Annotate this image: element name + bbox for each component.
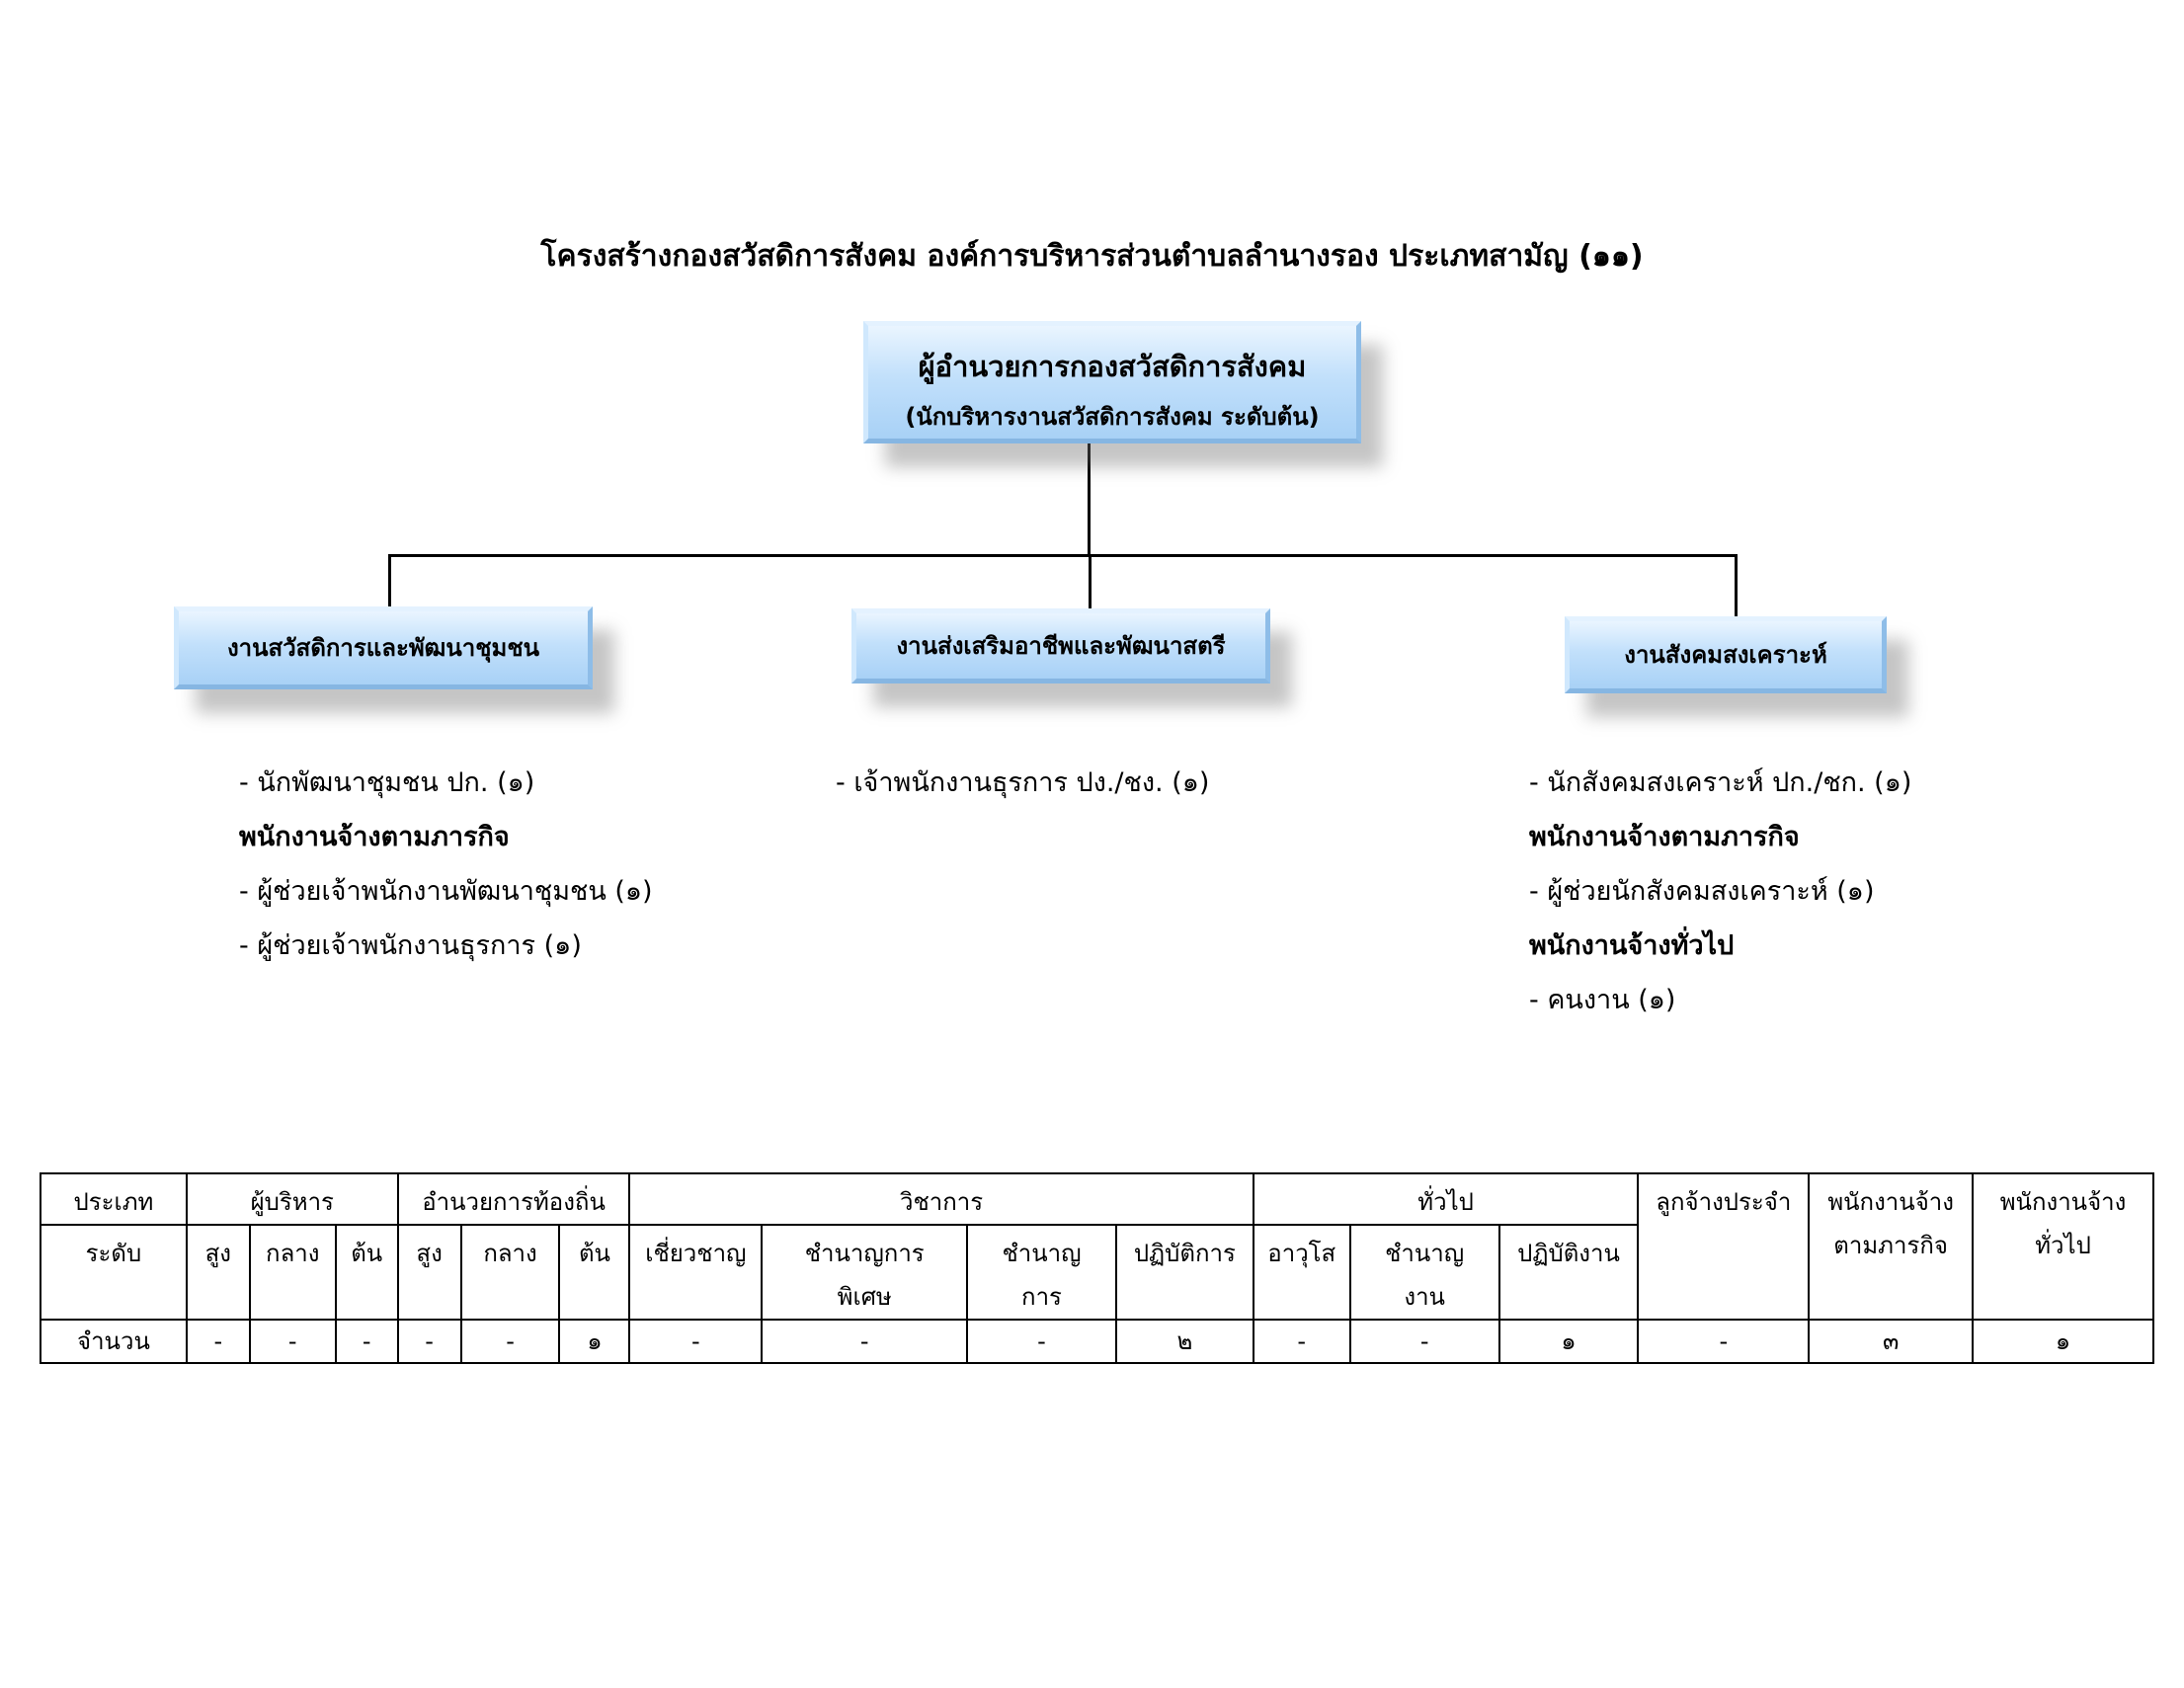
count-cell: - bbox=[396, 1319, 462, 1364]
count-cell: - bbox=[1637, 1319, 1811, 1364]
count-cell: - bbox=[334, 1319, 399, 1364]
level-experienced: ชำนาญ งาน bbox=[1348, 1224, 1500, 1321]
group-academic: วิชาการ bbox=[628, 1172, 1254, 1226]
group-general-staff-line1: พนักงานจ้าง bbox=[1999, 1188, 2127, 1216]
position-item: - คนงาน (๑) bbox=[1529, 985, 1676, 1015]
count-cell: ๑ bbox=[1972, 1319, 2154, 1364]
level-experienced-line2: งาน bbox=[1404, 1283, 1445, 1311]
count-cell: - bbox=[459, 1319, 561, 1364]
level-exec-high: สูง bbox=[185, 1224, 251, 1321]
positions-list-social-work: - นักสังคมสงเคราะห์ ปก./ชก. (๑) พนักงานจ… bbox=[1529, 756, 1911, 1027]
group-general: ทั่วไป bbox=[1252, 1172, 1640, 1226]
count-cell: - bbox=[1348, 1319, 1500, 1364]
positions-list-welfare: - นักพัฒนาชุมชน ปก. (๑) พนักงานจ้างตามภา… bbox=[239, 756, 653, 973]
level-exec-middle: กลาง bbox=[248, 1224, 337, 1321]
level-senior-special: ชำนาญการ พิเศษ bbox=[761, 1224, 969, 1321]
level-senior-special-line2: พิเศษ bbox=[837, 1283, 892, 1311]
level-expert: เชี่ยวชาญ bbox=[628, 1224, 764, 1321]
level-experienced-line1: ชำนาญ bbox=[1385, 1240, 1465, 1267]
count-label-cell: จำนวน bbox=[40, 1319, 188, 1364]
group-executive: ผู้บริหาร bbox=[185, 1172, 399, 1226]
group-general-staff: พนักงานจ้าง ทั่วไป bbox=[1972, 1172, 2154, 1321]
connector-vertical-head bbox=[1088, 443, 1091, 555]
position-group-heading: พนักงานจ้างตามภารกิจ bbox=[239, 822, 510, 852]
group-permanent-employee: ลูกจ้างประจำ bbox=[1637, 1172, 1811, 1321]
group-local-director: อำนวยการท้องถิ่น bbox=[396, 1172, 631, 1226]
count-cell: ๑ bbox=[558, 1319, 631, 1364]
level-senior: อาวุโส bbox=[1252, 1224, 1351, 1321]
dept-name: งานส่งเสริมอาชีพและพัฒนาสตรี bbox=[896, 632, 1226, 660]
position-item: - นักพัฒนาชุมชน ปก. (๑) bbox=[239, 767, 535, 798]
head-title: ผู้อำนวยการกองสวัสดิการสังคม bbox=[918, 350, 1307, 383]
level-practitioner: ปฏิบัติการ bbox=[1114, 1224, 1254, 1321]
dept-box-welfare: งานสวัสดิการและพัฒนาชุมชน bbox=[174, 606, 593, 689]
page-title: โครงสร้างกองสวัสดิการสังคม องค์การบริหาร… bbox=[540, 239, 1644, 274]
head-box: ผู้อำนวยการกองสวัสดิการสังคม (นักบริหารง… bbox=[863, 321, 1361, 443]
level-exec-initial: ต้น bbox=[334, 1224, 399, 1321]
level-professional-line2: การ bbox=[1021, 1283, 1062, 1311]
type-label-cell: ประเภท bbox=[40, 1172, 188, 1226]
count-cell: ๒ bbox=[1114, 1319, 1254, 1364]
count-cell: - bbox=[1252, 1319, 1351, 1364]
position-group-heading: พนักงานจ้างทั่วไป bbox=[1529, 930, 1735, 961]
group-mission-staff: พนักงานจ้าง ตามภารกิจ bbox=[1808, 1172, 1975, 1321]
count-cell: - bbox=[185, 1319, 251, 1364]
connector-vertical-mid bbox=[1089, 554, 1092, 611]
dept-name: งานสังคมสงเคราะห์ bbox=[1624, 641, 1827, 669]
positions-list-career: - เจ้าพนักงานธุรการ ปง./ชง. (๑) bbox=[836, 756, 1209, 810]
position-item: - ผู้ช่วยนักสังคมสงเคราะห์ (๑) bbox=[1529, 876, 1875, 907]
position-item: - ผู้ช่วยเจ้าพนักงานธุรการ (๑) bbox=[239, 930, 582, 961]
level-director-middle: กลาง bbox=[459, 1224, 561, 1321]
position-item: - นักสังคมสงเคราะห์ ปก./ชก. (๑) bbox=[1529, 767, 1912, 798]
level-professional-line1: ชำนาญ bbox=[1002, 1240, 1082, 1267]
position-item: - ผู้ช่วยเจ้าพนักงานพัฒนาชุมชน (๑) bbox=[239, 876, 653, 907]
count-cell: - bbox=[761, 1319, 969, 1364]
group-mission-staff-line2: ตามภารกิจ bbox=[1833, 1232, 1948, 1259]
level-operational: ปฏิบัติงาน bbox=[1497, 1224, 1640, 1321]
head-subtitle: (นักบริหารงานสวัสดิการสังคม ระดับต้น) bbox=[905, 403, 1320, 431]
group-general-staff-line2: ทั่วไป bbox=[2035, 1232, 2091, 1259]
count-cell: - bbox=[628, 1319, 764, 1364]
staff-summary-table: ประเภท ผู้บริหาร อำนวยการท้องถิ่น วิชากา… bbox=[40, 1172, 2154, 1364]
level-professional: ชำนาญ การ bbox=[966, 1224, 1117, 1321]
count-cell: - bbox=[248, 1319, 337, 1364]
dept-box-social-work: งานสังคมสงเคราะห์ bbox=[1565, 616, 1887, 693]
level-director-high: สูง bbox=[396, 1224, 462, 1321]
group-mission-staff-line1: พนักงานจ้าง bbox=[1827, 1188, 1954, 1216]
position-item: - เจ้าพนักงานธุรการ ปง./ชง. (๑) bbox=[836, 767, 1210, 798]
dept-box-career: งานส่งเสริมอาชีพและพัฒนาสตรี bbox=[851, 608, 1270, 683]
count-cell: ๑ bbox=[1497, 1319, 1640, 1364]
count-cell: ๓ bbox=[1808, 1319, 1975, 1364]
connector-vertical-right bbox=[1735, 554, 1738, 619]
level-senior-special-line1: ชำนาญการ bbox=[804, 1240, 925, 1267]
connector-horizontal bbox=[388, 554, 1738, 557]
level-label-cell: ระดับ bbox=[40, 1224, 188, 1321]
dept-name: งานสวัสดิการและพัฒนาชุมชน bbox=[226, 634, 540, 662]
connector-vertical-left bbox=[388, 554, 391, 609]
level-director-initial: ต้น bbox=[558, 1224, 631, 1321]
count-cell: - bbox=[966, 1319, 1117, 1364]
position-group-heading: พนักงานจ้างตามภารกิจ bbox=[1529, 822, 1800, 852]
